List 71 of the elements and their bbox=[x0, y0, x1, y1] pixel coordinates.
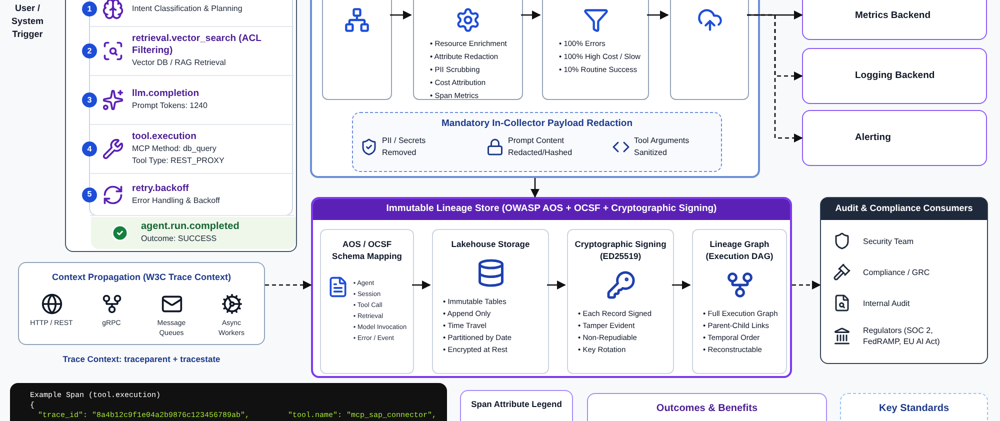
arrow bbox=[747, 14, 803, 143]
box-heading: Cryptographic Signing (ED25519) bbox=[574, 238, 668, 262]
span-detail: Error Handling & Backoff bbox=[132, 194, 220, 206]
section-heading: Key Standards bbox=[878, 402, 950, 416]
section-heading: Mandatory In-Collector Payload Redaction bbox=[441, 117, 633, 131]
box-heading: AOS / OCSF Schema Mapping bbox=[331, 238, 403, 262]
consumer-text: Regulators (SOC 2, FedRAMP, EU AI Act) bbox=[863, 325, 941, 347]
arrow bbox=[672, 280, 691, 290]
stage-box bbox=[692, 229, 787, 374]
span-detail: Vector DB / RAG Retrieval bbox=[132, 57, 227, 69]
info-panel bbox=[460, 390, 573, 421]
backend-box bbox=[802, 0, 987, 40]
span-detail: Tool Type: REST_PROXY bbox=[132, 155, 224, 167]
span-name: agent.run.completed bbox=[141, 221, 240, 233]
backend-title: Metrics Backend bbox=[855, 8, 931, 23]
stage-box bbox=[432, 229, 549, 374]
consumer-panel bbox=[820, 197, 988, 364]
arrow bbox=[412, 280, 431, 290]
arrow bbox=[530, 178, 540, 198]
section-heading: Span Attribute Legend bbox=[471, 398, 562, 411]
trigger-label: User / System Trigger bbox=[10, 2, 45, 41]
span-name: retrieval.vector_search (ACL Filtering) bbox=[132, 33, 262, 57]
span-detail: Intent Classification & Planning bbox=[132, 3, 242, 15]
span-name: retry.backoff bbox=[132, 182, 190, 194]
success-band bbox=[91, 217, 296, 249]
feature-text: Prompt Content Redacted/Hashed bbox=[508, 135, 574, 160]
span-detail: Prompt Tokens: 1240 bbox=[132, 100, 208, 112]
process-box bbox=[542, 0, 649, 100]
stage-box bbox=[320, 229, 414, 374]
arrow bbox=[792, 280, 821, 290]
feature-text: PII / Secrets Removed bbox=[382, 135, 427, 160]
process-box bbox=[322, 0, 392, 100]
section-heading: Context Propagation (W3C Trace Context) bbox=[52, 271, 231, 284]
section-heading: Audit & Compliance Consumers bbox=[835, 202, 973, 216]
step-number: 2 bbox=[82, 44, 97, 58]
step-number: 5 bbox=[82, 187, 97, 202]
section-heading: Outcomes & Benefits bbox=[656, 402, 758, 416]
box-heading: Lineage Graph (Execution DAG) bbox=[704, 238, 774, 262]
consumer-text: Compliance / GRC bbox=[863, 266, 931, 278]
arrow bbox=[265, 280, 312, 290]
arrow bbox=[390, 10, 412, 20]
arrow bbox=[521, 10, 541, 20]
span-detail: Outcome: SUCCESS bbox=[141, 233, 218, 245]
step-number: 1 bbox=[82, 2, 97, 16]
span-detail: MCP Method: db_query bbox=[132, 143, 218, 155]
redaction-box bbox=[352, 112, 722, 172]
backend-title: Alerting bbox=[855, 130, 891, 145]
arrow bbox=[547, 280, 566, 290]
store-panel bbox=[311, 197, 792, 378]
arrow bbox=[647, 10, 669, 20]
section-heading: Immutable Lineage Store (OWASP AOS + OCSF + Cryptographic Signing) bbox=[386, 202, 717, 216]
feature-text: Tool Arguments Sanitized bbox=[634, 135, 690, 160]
step-number: 3 bbox=[82, 92, 97, 108]
box-heading: Lakehouse Storage bbox=[451, 238, 530, 250]
process-box bbox=[670, 0, 749, 100]
consumer-text: Internal Audit bbox=[863, 298, 911, 308]
consumer-text: Security Team bbox=[863, 236, 915, 246]
step-number: 4 bbox=[82, 142, 97, 156]
backend-box bbox=[802, 48, 987, 104]
span-name: tool.execution bbox=[132, 131, 198, 143]
backend-box bbox=[802, 110, 987, 166]
info-panel bbox=[587, 393, 827, 421]
stage-box bbox=[567, 229, 674, 374]
info-panel bbox=[840, 393, 988, 421]
backend-title: Logging Backend bbox=[855, 68, 935, 83]
span-name: llm.completion bbox=[132, 88, 200, 100]
caption-text: Trace Context: traceparent + tracestate bbox=[62, 353, 222, 366]
code-block bbox=[10, 383, 447, 421]
panel bbox=[65, 0, 297, 252]
pipeline-panel bbox=[310, 0, 760, 178]
process-box bbox=[413, 0, 523, 100]
